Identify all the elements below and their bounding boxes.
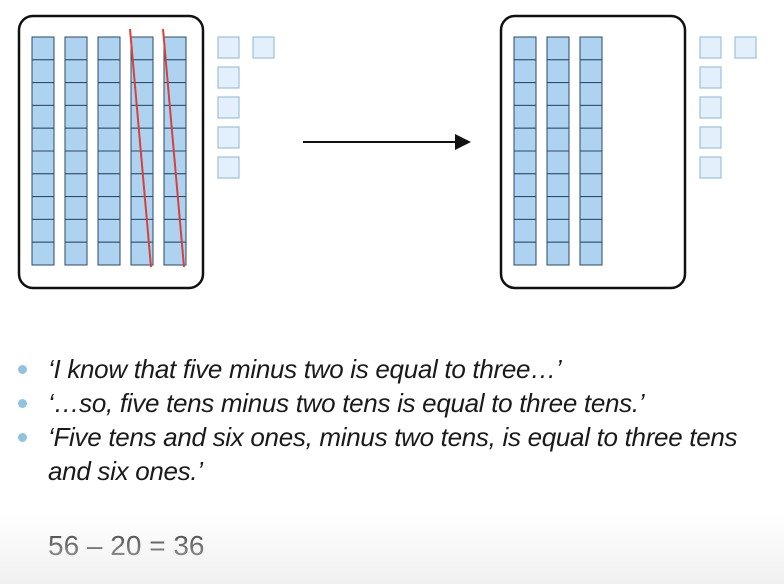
ten-rod <box>579 36 603 266</box>
equation: 56 – 20 = 36 <box>48 530 205 561</box>
before-base-ten-group <box>17 14 275 290</box>
explanation-text: ‘Five tens and six ones, minus two tens,… <box>48 422 738 486</box>
tray-frame <box>499 14 687 290</box>
one-cube <box>734 36 757 59</box>
bullet-icon <box>18 399 27 408</box>
one-cube <box>699 126 722 149</box>
ten-rod <box>31 36 55 266</box>
right-arrow-icon <box>303 134 471 150</box>
strike-line <box>129 28 152 268</box>
ten-rod <box>97 36 121 266</box>
explanation-item: ‘Five tens and six ones, minus two tens,… <box>14 420 774 488</box>
one-cube <box>699 156 722 179</box>
one-cube <box>217 126 240 149</box>
explanation-item: ‘I know that five minus two is equal to … <box>14 352 774 386</box>
strike-line <box>162 28 185 268</box>
one-cube <box>217 66 240 89</box>
one-cube <box>217 156 240 179</box>
one-cube <box>699 66 722 89</box>
one-cube <box>699 36 722 59</box>
ten-rod <box>546 36 570 266</box>
one-cube <box>252 36 275 59</box>
explanation-text: ‘…so, five tens minus two tens is equal … <box>48 388 645 418</box>
tray-frame <box>17 14 205 290</box>
ten-rod <box>64 36 88 266</box>
bullet-icon <box>18 365 27 374</box>
after-base-ten-group <box>499 14 757 290</box>
ten-rod <box>513 36 537 266</box>
explanation-list: ‘I know that five minus two is equal to … <box>14 352 774 488</box>
place-value-diagram <box>17 14 757 290</box>
explanation-text: ‘I know that five minus two is equal to … <box>48 354 562 384</box>
explanation-item: ‘…so, five tens minus two tens is equal … <box>14 386 774 420</box>
one-cube <box>217 96 240 119</box>
one-cube <box>699 96 722 119</box>
one-cube <box>217 36 240 59</box>
bullet-icon <box>18 433 27 442</box>
